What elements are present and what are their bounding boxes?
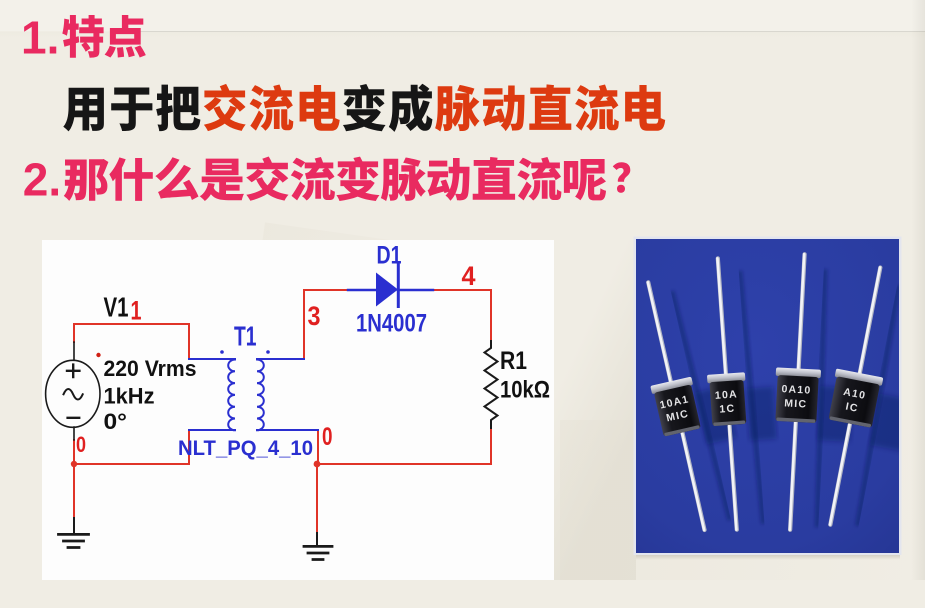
svg-text:A10: A10 [842, 386, 867, 402]
svg-text:0°: 0° [104, 409, 128, 434]
svg-text:MIC: MIC [665, 408, 690, 425]
svg-text:V1: V1 [104, 292, 129, 323]
svg-text:1kHz: 1kHz [104, 384, 155, 409]
svg-text:1.: 1. [21, 12, 59, 64]
svg-text:2.: 2. [23, 153, 61, 205]
svg-text:MIC: MIC [784, 397, 807, 410]
svg-text:0: 0 [76, 432, 86, 457]
svg-text:10kΩ: 10kΩ [500, 377, 550, 404]
svg-text:0: 0 [322, 423, 333, 451]
svg-text:IC: IC [845, 401, 860, 415]
svg-text:1C: 1C [719, 403, 736, 416]
svg-text:T1: T1 [234, 321, 257, 352]
svg-text:1N4007: 1N4007 [356, 310, 427, 338]
svg-text:NLT_PQ_4_10: NLT_PQ_4_10 [178, 437, 313, 460]
svg-text:220 Vrms: 220 Vrms [104, 356, 197, 381]
svg-text:3: 3 [308, 301, 321, 331]
svg-text:1: 1 [131, 296, 142, 326]
svg-text:0A10: 0A10 [781, 383, 811, 397]
svg-text:4: 4 [462, 261, 476, 291]
svg-text:10A: 10A [715, 388, 739, 402]
svg-text:D1: D1 [377, 242, 402, 270]
svg-text:R1: R1 [500, 347, 527, 375]
